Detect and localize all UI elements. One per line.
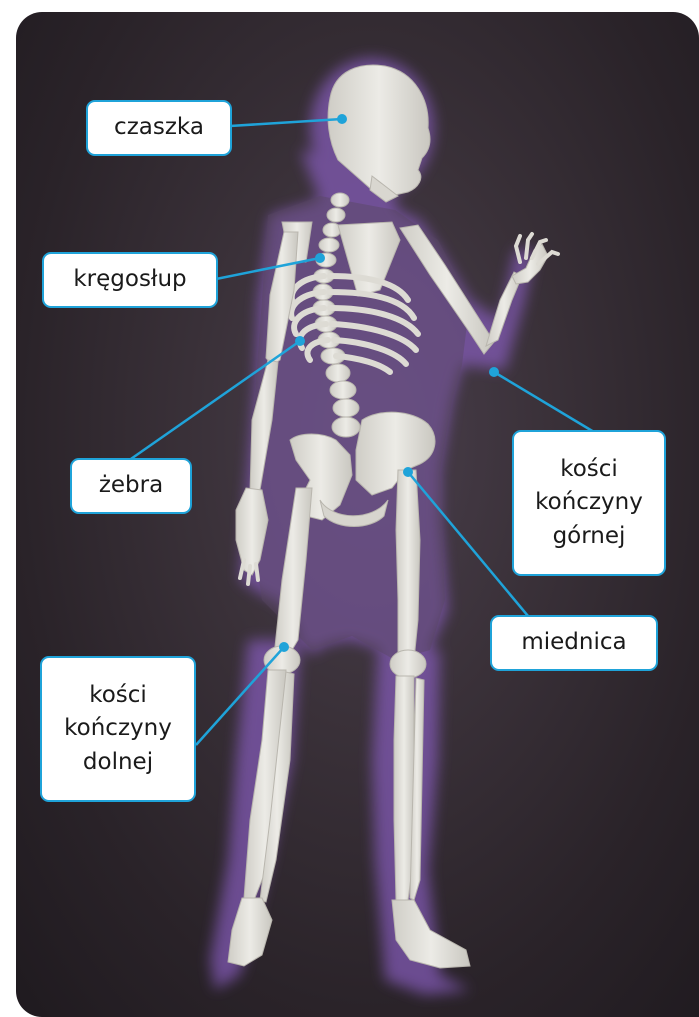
label-spine: kręgosłup xyxy=(42,252,218,308)
label-lower-limb-line-1: kości xyxy=(89,679,147,712)
anchor-dot-spine xyxy=(315,253,325,263)
label-spine-text: kręgosłup xyxy=(73,263,186,296)
anchor-dot-ribs xyxy=(295,336,305,346)
anchor-dot-lower-limb xyxy=(279,642,289,652)
leader-line-upper-limb xyxy=(494,372,594,432)
label-ribs-text: żebra xyxy=(99,469,163,502)
label-skull: czaszka xyxy=(86,100,232,156)
anchor-dot-pelvis xyxy=(403,467,413,477)
label-lower-limb-bones: kości kończyny dolnej xyxy=(40,656,196,802)
label-lower-limb-line-3: dolnej xyxy=(83,746,153,779)
label-upper-limb-bones: kości kończyny górnej xyxy=(512,430,666,576)
label-pelvis: miednica xyxy=(490,615,658,671)
anchor-dot-skull xyxy=(337,114,347,124)
anchor-dot-upper-limb xyxy=(489,367,499,377)
label-upper-limb-line-1: kości xyxy=(560,453,618,486)
label-ribs: żebra xyxy=(70,458,192,514)
label-upper-limb-line-3: górnej xyxy=(553,520,626,553)
label-pelvis-text: miednica xyxy=(521,626,626,659)
label-upper-limb-line-2: kończyny xyxy=(535,486,643,519)
label-skull-text: czaszka xyxy=(114,111,204,144)
label-lower-limb-line-2: kończyny xyxy=(64,712,172,745)
